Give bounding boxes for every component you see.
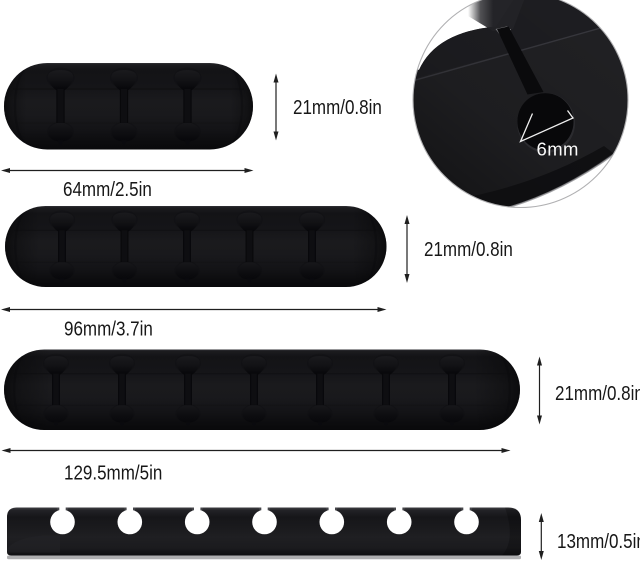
- svg-text:21mm/0.8in: 21mm/0.8in: [424, 237, 513, 260]
- svg-text:21mm/0.8in: 21mm/0.8in: [555, 381, 640, 404]
- svg-text:6mm: 6mm: [537, 139, 579, 160]
- svg-text:21mm/0.8in: 21mm/0.8in: [293, 96, 382, 119]
- svg-text:96mm/3.7in: 96mm/3.7in: [64, 317, 153, 340]
- svg-text:13mm/0.5in: 13mm/0.5in: [557, 529, 640, 552]
- svg-text:64mm/2.5in: 64mm/2.5in: [63, 177, 152, 200]
- svg-text:129.5mm/5in: 129.5mm/5in: [64, 461, 162, 484]
